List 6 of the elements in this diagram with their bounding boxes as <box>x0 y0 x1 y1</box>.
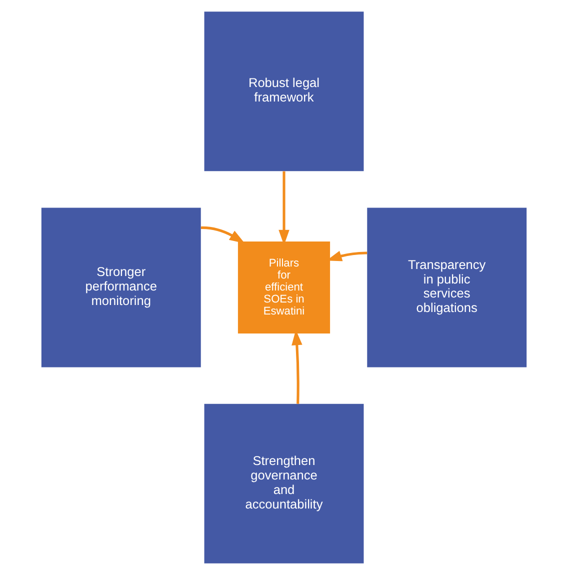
node-box: Stronger performance monitoring <box>40 208 200 368</box>
arrow <box>200 226 244 244</box>
node-box: Transparency in public services obligations <box>366 208 526 368</box>
node-box: Pillars for efficient SOEs in Eswatini <box>237 241 330 334</box>
node-box: Robust legal framework <box>204 12 364 172</box>
node-box: Strengthen governance and accountability <box>204 404 364 564</box>
